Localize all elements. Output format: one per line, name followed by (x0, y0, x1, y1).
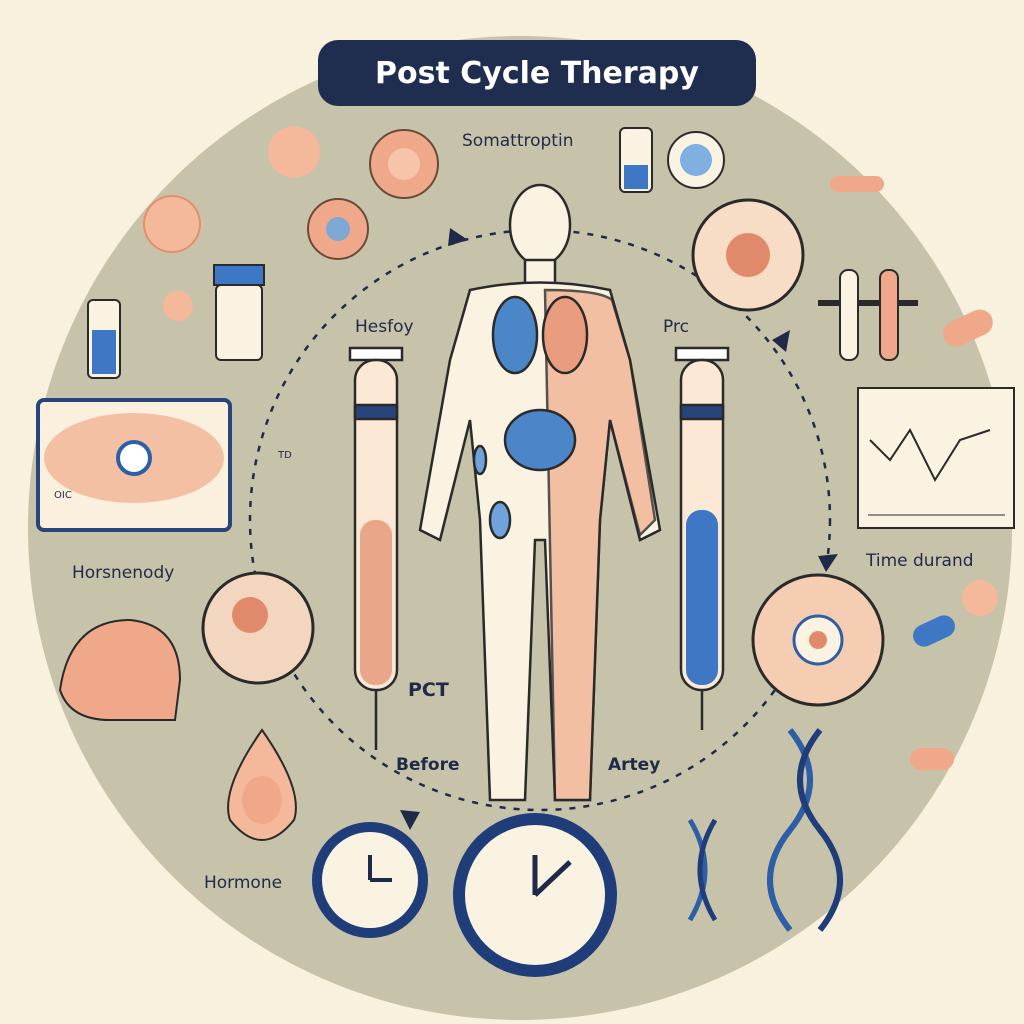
label-before: Before (396, 755, 459, 775)
cycle-path (248, 228, 832, 812)
label-after: Artey (608, 755, 660, 775)
monitor-panel (36, 398, 232, 532)
label-somatotropin: Somattroptin (462, 131, 573, 151)
eye-cell-icon (751, 573, 885, 707)
cell-icon (369, 129, 439, 199)
label-prc: Prc (663, 317, 689, 337)
pill-icon (913, 615, 955, 647)
arrow-icon (772, 330, 790, 352)
cell-icon (962, 580, 998, 616)
test-tube-before (348, 346, 404, 750)
tissue-magnified-icon (691, 198, 805, 312)
pill-icon (943, 309, 993, 347)
clock-large-icon (453, 813, 617, 977)
arrow-icon (448, 228, 468, 246)
jar-icon (213, 264, 265, 361)
vial-icon (87, 299, 121, 379)
label-hormone: Hormone (204, 873, 282, 893)
arrow-icon (400, 810, 420, 830)
tissue-magnified-icon (201, 571, 315, 685)
label-pct: PCT (408, 679, 449, 701)
cell-icon (163, 291, 193, 321)
chart-panel (857, 387, 1015, 529)
molecule-label: TD (277, 450, 292, 461)
human-body-figure (418, 183, 662, 802)
clock-small-icon (312, 822, 428, 938)
label-horsnenody: Horsnenody (72, 563, 174, 583)
title-banner: Post Cycle Therapy (318, 40, 756, 106)
cell-icon (268, 126, 320, 178)
page-title: Post Cycle Therapy (375, 55, 699, 91)
petri-dish-icon (667, 131, 725, 189)
monitor-caption: OIC (54, 490, 72, 501)
cell-icon (307, 198, 369, 260)
pill-icon (910, 748, 954, 770)
test-tube-after (674, 346, 730, 730)
label-time-durand: Time durand (865, 551, 974, 571)
brain-icon (58, 618, 182, 721)
dna-icon (687, 818, 718, 922)
dna-icon (767, 728, 843, 932)
vial-icon (619, 127, 653, 193)
label-hesfoy: Hesfoy (355, 317, 414, 337)
arrow-icon (818, 554, 838, 572)
gland-icon (227, 728, 297, 841)
test-tube-rack-icon (818, 269, 918, 361)
pill-icon (830, 176, 884, 192)
cell-icon (143, 195, 201, 253)
